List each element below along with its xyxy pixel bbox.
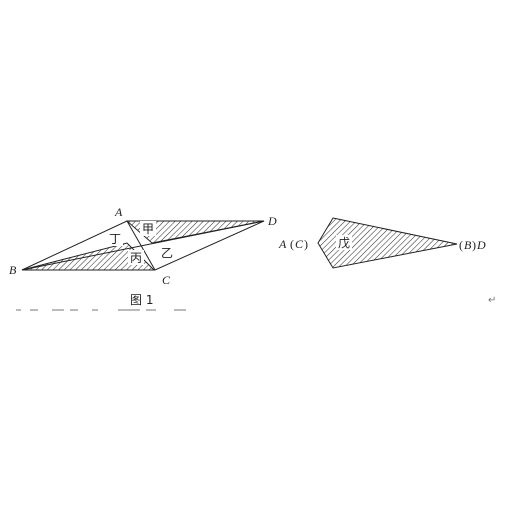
paren-close-right: ) <box>472 238 476 252</box>
vertex-label-d: D <box>267 214 277 228</box>
region-label-wu: 戊 <box>338 236 350 250</box>
paren-open-right: ( <box>459 238 463 252</box>
figure-2: 戊 A ( C ) ( B ) D <box>278 217 486 269</box>
paren-open-left: ( <box>290 237 294 251</box>
region-label-ding: 丁 <box>109 232 121 246</box>
hatched-kite-wu <box>317 217 458 269</box>
vertex-label-a: A <box>114 205 123 219</box>
vertex-label-a-fig2: A <box>278 237 287 251</box>
region-label-yi: 乙 <box>161 246 173 260</box>
vertex-label-d-fig2: D <box>476 238 486 252</box>
diagonal-bd <box>21 220 265 271</box>
vertex-label-c: C <box>162 273 171 287</box>
figure-1: 甲 丁 乙 丙 A D B C 图 1 <box>9 205 277 307</box>
vertex-label-b: B <box>9 263 17 277</box>
paragraph-mark: ↵ <box>488 295 496 306</box>
vertex-label-b-fig2: B <box>464 238 472 252</box>
paren-close-left: ) <box>304 237 308 251</box>
figure-caption: 图 1 <box>130 293 153 307</box>
cropped-text-line <box>16 309 186 311</box>
vertex-label-c-fig2: C <box>295 237 304 251</box>
region-label-jia: 甲 <box>142 222 154 236</box>
region-label-bing: 丙 <box>130 251 142 265</box>
